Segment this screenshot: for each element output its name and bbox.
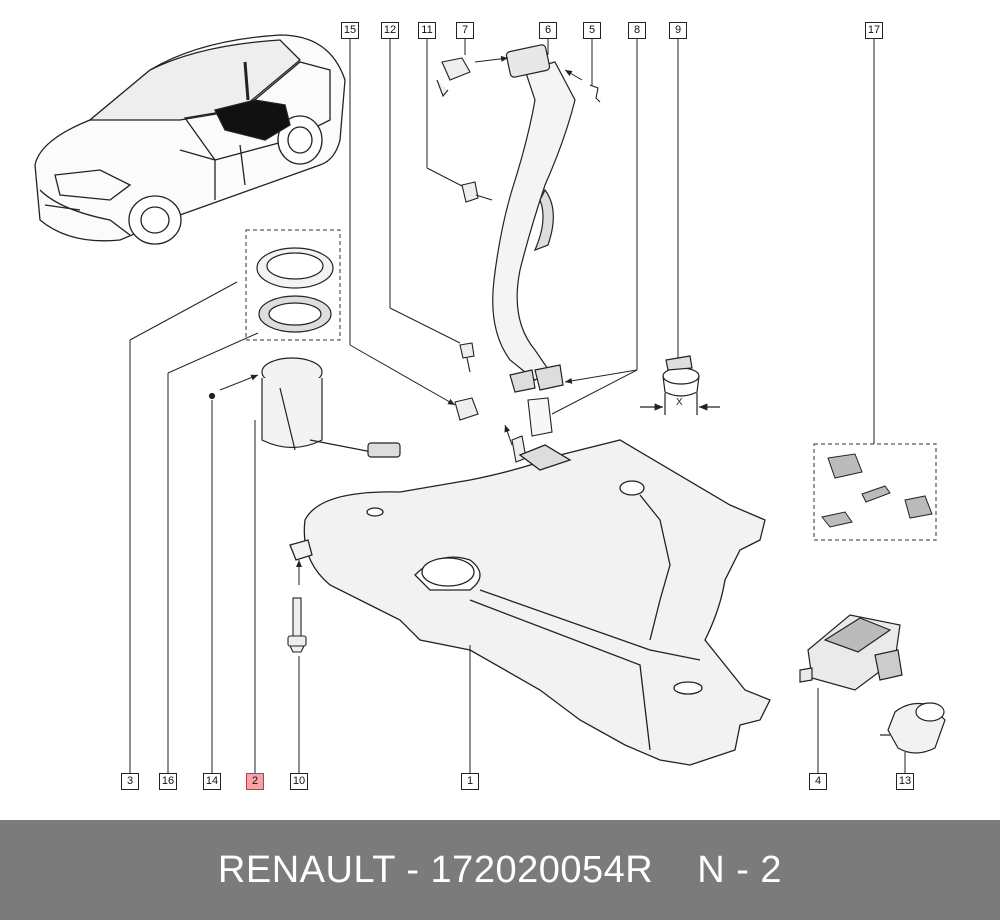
filler-pipe (492, 44, 576, 393)
callout-2-highlighted: 2 (246, 773, 264, 790)
reference-number-text: N - 2 (697, 848, 783, 891)
diagram-drawing: X (34, 34, 946, 773)
kit-parts (821, 453, 933, 528)
kit-group-box (813, 443, 937, 541)
part-number-text: RENAULT - 172020054R (217, 848, 654, 891)
callout-8: 8 (628, 22, 646, 39)
callout-17: 17 (865, 22, 883, 39)
car-illustration (34, 34, 346, 245)
pipe-clip (640, 355, 720, 415)
callout-15: 15 (341, 22, 359, 39)
bolt (287, 597, 307, 653)
callout-4: 4 (809, 773, 827, 790)
dimension-label: X (676, 397, 683, 408)
callout-1: 1 (461, 773, 479, 790)
fuel-pump-module (208, 247, 401, 458)
exploded-parts-diagram: X 15 12 11 7 6 5 8 9 17 3 16 14 2 10 1 4… (34, 22, 946, 790)
callout-14: 14 (203, 773, 221, 790)
callout-9: 9 (669, 22, 687, 39)
small-parts (436, 57, 601, 463)
callout-6: 6 (539, 22, 557, 39)
callout-16: 16 (159, 773, 177, 790)
footer-banner: RENAULT - 172020054R N - 2 (0, 820, 1000, 920)
callout-5: 5 (583, 22, 601, 39)
callout-3: 3 (121, 773, 139, 790)
callout-11: 11 (418, 22, 436, 39)
fuel-tank (289, 439, 771, 766)
rings-group-box (245, 229, 341, 341)
callout-13: 13 (896, 773, 914, 790)
callout-12: 12 (381, 22, 399, 39)
charcoal-canister (799, 614, 903, 691)
fuel-filter (880, 702, 946, 754)
callout-7: 7 (456, 22, 474, 39)
callout-10: 10 (290, 773, 308, 790)
leader-lines (129, 38, 906, 773)
